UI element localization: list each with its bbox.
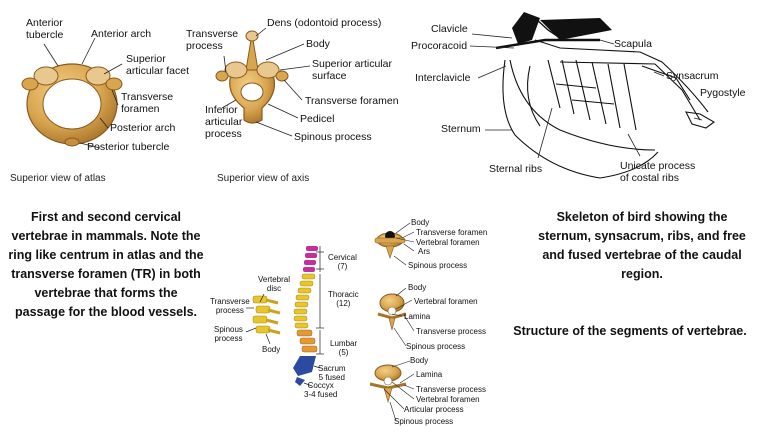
label-cervical-region: Cervical (7): [328, 253, 357, 271]
spine-brackets: [245, 246, 324, 387]
lateral-vertebrae-detail: [252, 295, 281, 335]
label-transverse-process-axis: Transverse process: [186, 28, 239, 52]
label-cv-body: Body: [411, 218, 430, 227]
label-thoracic-region: Thoracic (12): [328, 290, 359, 308]
label-lv-vertebral-foramen: Vertebral foramen: [416, 395, 480, 404]
label-spinous-process-axis: Spinous process: [294, 131, 372, 143]
label-transverse-process-spine: Transverse process: [210, 297, 250, 315]
label-cv-transverse-foramen: Transverse foramen: [416, 228, 488, 237]
label-posterior-arch: Posterior arch: [110, 122, 176, 134]
label-lv-lamina: Lamina: [416, 370, 443, 379]
label-sacrum: Sacrum 5 fused: [318, 364, 346, 382]
bird-scapula-shadow: [540, 18, 612, 40]
label-superior-articular-surface: Superior articular surface: [312, 58, 392, 82]
label-posterior-tubercle: Posterior tubercle: [87, 141, 170, 153]
label-anterior-arch: Anterior arch: [91, 28, 152, 40]
caption-atlas-view: Superior view of atlas: [10, 173, 106, 184]
label-lv-spinous-process: Spinous process: [394, 417, 454, 426]
caption-bird-note: Skeleton of bird showing the sternum, sy…: [538, 210, 746, 281]
bird-skull-shadow: [512, 12, 540, 44]
atlas-illustration: [21, 63, 123, 147]
label-dens: Dens (odontoid process): [267, 17, 382, 29]
label-transverse-foramen-atlas: Transverse foramen: [121, 91, 174, 115]
label-cv-vertebral-foramen: Vertebral foramen: [416, 238, 480, 247]
label-scapula: Scapula: [614, 38, 652, 50]
label-clavicle: Clavicle: [431, 23, 468, 35]
lumbar-vertebra-view: [369, 364, 407, 404]
caption-segments-note: Structure of the segments of vertebrae.: [513, 324, 747, 338]
label-body-axis: Body: [306, 38, 330, 50]
atlas-leader-lines: [43, 37, 123, 149]
cervical-vertebra-view: [374, 231, 406, 259]
label-interclavicle: Interclavicle: [415, 72, 471, 84]
spine-illustration: [252, 246, 318, 386]
label-unicate-process: Unicate process of costal ribs: [620, 160, 696, 184]
label-pedicel: Pedicel: [300, 113, 335, 125]
label-sternal-ribs: Sternal ribs: [489, 163, 543, 175]
caption-axis-view: Superior view of axis: [217, 173, 310, 184]
bird-leader-lines: [469, 33, 703, 159]
label-tv-lamina: Lamina: [404, 312, 431, 321]
label-synsacrum: Synsacrum: [666, 70, 719, 82]
caption-mammal-note: First and second cervical vertebrae in m…: [8, 210, 204, 319]
thoracic-vertebra-view: [377, 293, 407, 331]
label-spinous-process-spine: Spinous process: [214, 325, 243, 343]
label-anterior-tubercle: Anterior tubercle: [26, 17, 64, 41]
axis-leader-lines: [221, 27, 311, 137]
label-procoracoid: Procoracoid: [411, 40, 468, 52]
label-lv-articular-process: Articular process: [404, 405, 464, 414]
label-inferior-articular-process: Inferior articular process: [205, 104, 243, 140]
label-tv-transverse-process: Transverse process: [416, 327, 486, 336]
label-lv-body: Body: [410, 356, 429, 365]
label-coccyx: Coccyx 3-4 fused: [304, 381, 338, 399]
label-sternum: Sternum: [441, 123, 481, 135]
label-cv-ars: Ars: [418, 247, 430, 256]
cervical-segment: [303, 246, 318, 272]
label-superior-articular-facet: Superior articular facet: [126, 53, 190, 77]
lumbar-segment: [296, 329, 318, 353]
label-cv-spinous-process: Spinous process: [408, 261, 468, 270]
label-tv-body: Body: [408, 283, 427, 292]
label-lv-transverse-process: Transverse process: [416, 385, 486, 394]
label-body-spine: Body: [262, 345, 281, 354]
vertebra-leader-lines: [383, 222, 415, 422]
bird-skeleton-illustration: [495, 17, 715, 179]
label-vertebral-disc: Vertebral disc: [258, 275, 291, 293]
label-tv-spinous-process: Spinous process: [406, 342, 466, 351]
thoracic-segment: [293, 273, 316, 329]
label-pygostyle: Pygostyle: [700, 87, 746, 99]
label-transverse-foramen-axis: Transverse foramen: [305, 95, 399, 107]
sacrum-segment: [293, 356, 316, 386]
label-tv-vertebral-foramen: Vertebral foramen: [414, 297, 478, 306]
label-lumbar-region: Lumbar (5): [330, 339, 358, 357]
